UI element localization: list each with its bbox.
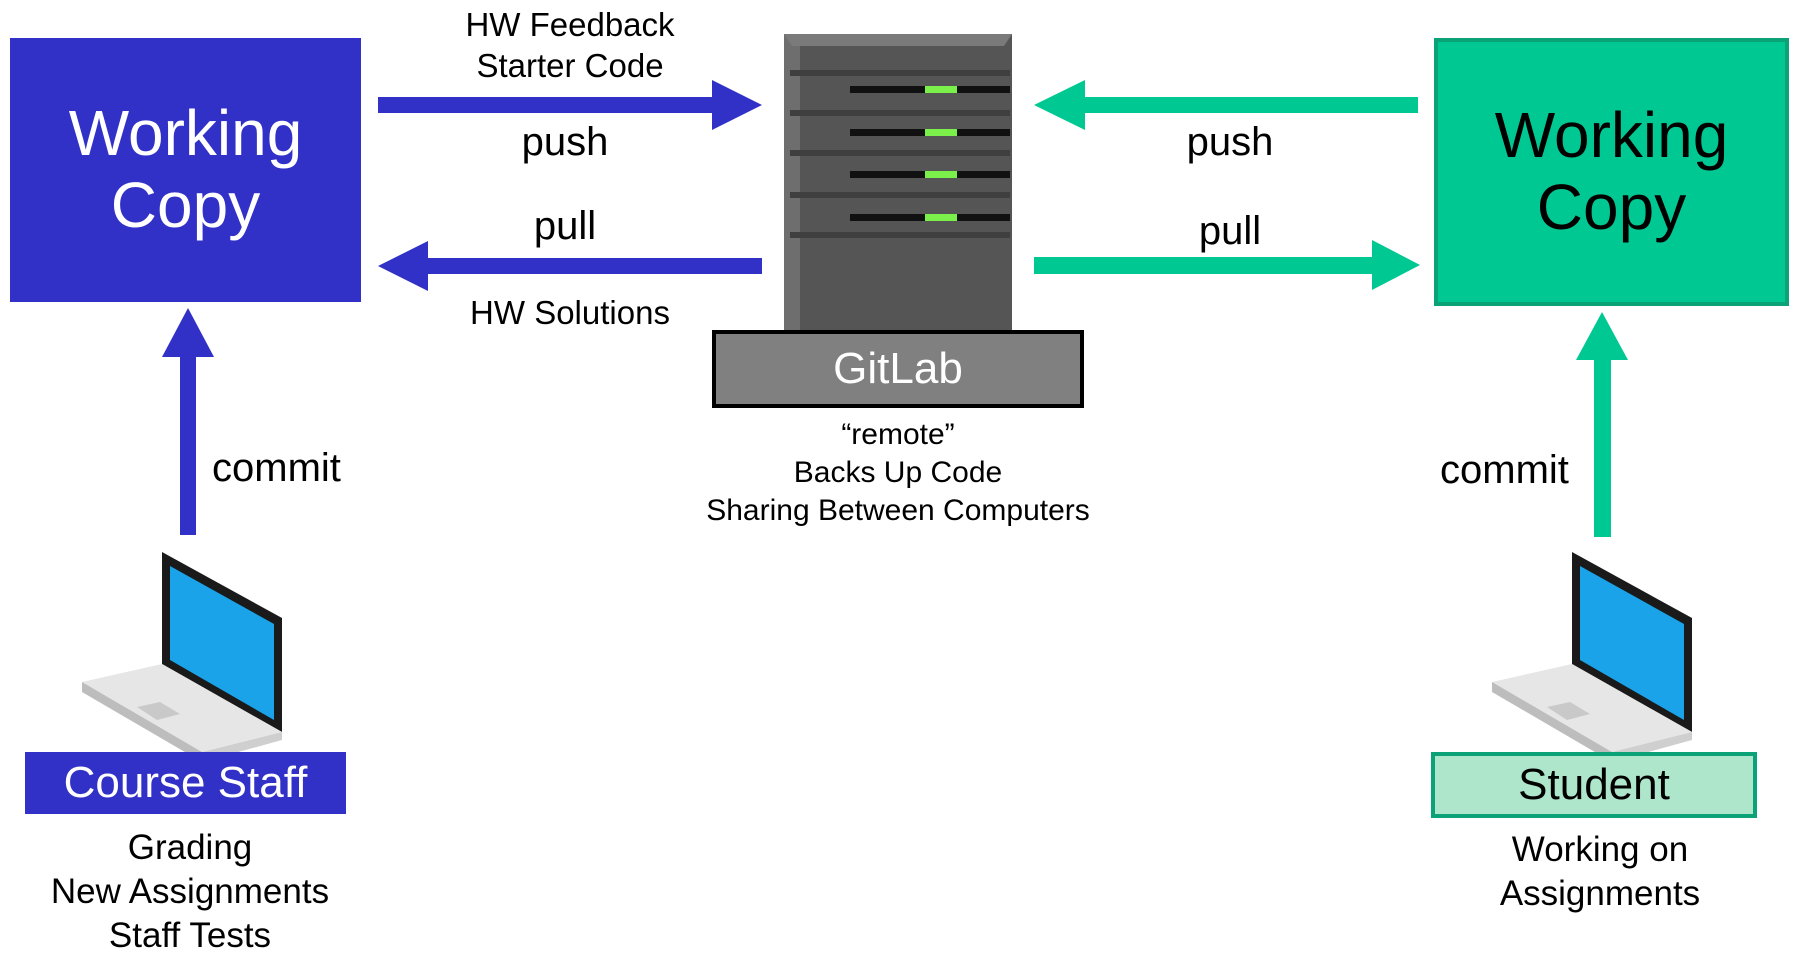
student-working-copy-line1: Working	[1494, 99, 1729, 172]
gitlab-label: GitLab	[712, 330, 1084, 408]
staff-push-arrow	[378, 80, 762, 130]
staff-pull-note: HW Solutions	[470, 294, 670, 331]
staff-working-copy: Working Copy	[10, 38, 361, 302]
staff-description: Grading New Assignments Staff Tests	[20, 826, 360, 958]
student-badge: Student	[1431, 752, 1757, 818]
server-icon	[784, 34, 1012, 330]
student-description-line1: Working on	[1511, 830, 1689, 869]
staff-push-note-line2: Starter Code	[476, 47, 664, 85]
staff-push-note-line1: HW Feedback	[465, 6, 675, 43]
student-working-copy: Working Copy	[1434, 38, 1789, 306]
server-description-line1: “remote”	[841, 418, 955, 451]
staff-laptop-icon	[82, 552, 282, 762]
student-working-copy-line2: Copy	[1536, 171, 1687, 243]
staff-working-copy-line2: Copy	[110, 169, 261, 241]
staff-commit-label: commit	[212, 446, 341, 490]
student-push-label: push	[1186, 120, 1274, 164]
student-laptop-icon	[1492, 552, 1692, 762]
student-description-line2: Assignments	[1499, 874, 1701, 913]
staff-working-copy-line1: Working	[68, 97, 303, 170]
server-description-line3: Sharing Between Computers	[706, 494, 1090, 527]
staff-description-line1: Grading	[127, 828, 253, 867]
staff-pull-arrow	[378, 241, 762, 291]
staff-description-line3: Staff Tests	[108, 916, 272, 955]
staff-push-label: push	[521, 120, 609, 164]
staff-pull-label: pull	[533, 204, 597, 248]
server-description-line2: Backs Up Code	[793, 456, 1003, 489]
student-description: Working on Assignments	[1430, 828, 1770, 916]
student-commit-arrow	[1576, 312, 1628, 537]
staff-commit-arrow	[162, 308, 214, 535]
staff-description-line2: New Assignments	[50, 872, 330, 911]
student-pull-label: pull	[1198, 209, 1262, 253]
course-staff-badge: Course Staff	[25, 752, 346, 814]
student-pull-arrow	[1034, 240, 1420, 290]
server-description: “remote” Backs Up Code Sharing Between C…	[680, 416, 1116, 530]
staff-push-note: HW Feedback Starter Code	[440, 4, 700, 87]
student-commit-label: commit	[1440, 448, 1569, 492]
student-push-arrow	[1034, 80, 1418, 130]
